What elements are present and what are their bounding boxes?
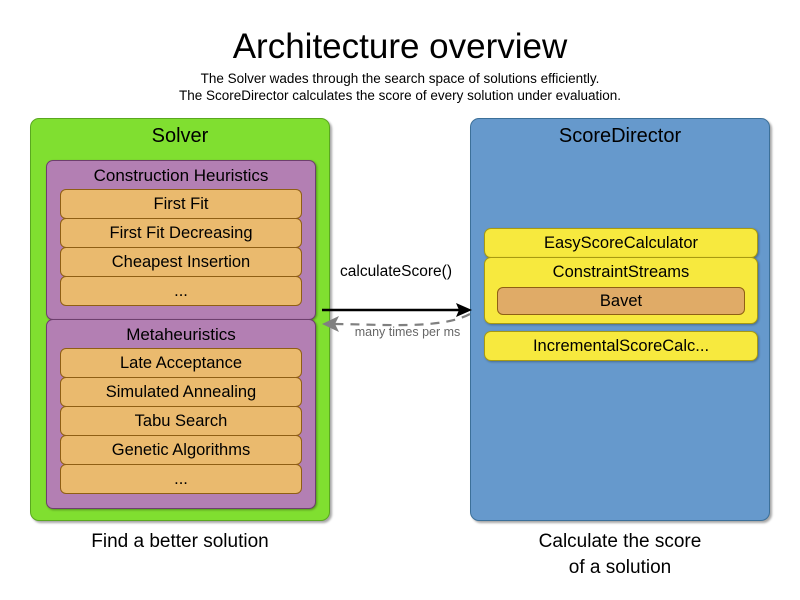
subtitle-line-2: The ScoreDirector calculates the score o… bbox=[179, 88, 621, 103]
subtitle-line-1: The Solver wades through the search spac… bbox=[200, 71, 600, 86]
box-easy-score-calculator[interactable]: EasyScoreCalculator bbox=[484, 228, 758, 258]
solver-panel-title: Solver bbox=[151, 125, 209, 147]
box-label: EasyScoreCalculator bbox=[543, 234, 699, 252]
list-item[interactable]: ... bbox=[60, 276, 302, 306]
box-label: ConstraintStreams bbox=[552, 263, 690, 281]
list-item[interactable]: Tabu Search bbox=[60, 406, 302, 436]
list-item[interactable]: Simulated Annealing bbox=[60, 377, 302, 407]
arrow-label-calculate-score: calculateScore() bbox=[340, 263, 452, 280]
construction-heuristics-row-list: First Fit First Fit Decreasing Cheapest … bbox=[60, 189, 302, 306]
forward-arrow-icon bbox=[322, 303, 472, 317]
list-item[interactable]: Late Acceptance bbox=[60, 348, 302, 378]
box-incremental-score-calculator[interactable]: IncrementalScoreCalc... bbox=[484, 331, 758, 361]
metaheuristics-row-list: Late Acceptance Simulated Annealing Tabu… bbox=[60, 348, 302, 494]
box-bavet[interactable]: Bavet bbox=[497, 287, 745, 315]
group-construction-heuristics: Construction Heuristics First Fit First … bbox=[46, 160, 316, 320]
list-item[interactable]: Cheapest Insertion bbox=[60, 247, 302, 277]
box-constraint-streams[interactable]: ConstraintStreams Bavet bbox=[484, 257, 758, 324]
caption-scoredirector-line-2: of a solution bbox=[568, 557, 672, 578]
backward-arrow-icon bbox=[322, 313, 471, 332]
group-title-construction-heuristics: Construction Heuristics bbox=[93, 166, 269, 185]
list-item[interactable]: First Fit bbox=[60, 189, 302, 219]
box-label: IncrementalScoreCalc... bbox=[532, 337, 710, 355]
header: Architecture overview The Solver wades t… bbox=[0, 0, 800, 104]
group-metaheuristics: Metaheuristics Late Acceptance Simulated… bbox=[46, 319, 316, 509]
list-item[interactable]: ... bbox=[60, 464, 302, 494]
solver-panel: Solver Construction Heuristics First Fit… bbox=[30, 118, 330, 521]
group-title-metaheuristics: Metaheuristics bbox=[126, 325, 236, 344]
list-item[interactable]: First Fit Decreasing bbox=[60, 218, 302, 248]
caption-scoredirector: Calculate the score of a solution bbox=[470, 529, 770, 581]
arrow-svg bbox=[322, 303, 472, 332]
caption-scoredirector-line-1: Calculate the score bbox=[538, 531, 702, 552]
arrow-group: calculateScore() many times per ms bbox=[320, 262, 485, 352]
scoredirector-panel: ScoreDirector EasyScoreCalculator Constr… bbox=[470, 118, 770, 521]
page-title: Architecture overview bbox=[232, 27, 568, 66]
caption-solver: Find a better solution bbox=[91, 531, 269, 552]
scoredirector-panel-title: ScoreDirector bbox=[558, 125, 682, 147]
list-item[interactable]: Genetic Algorithms bbox=[60, 435, 302, 465]
arrow-label-many-times-per-ms: many times per ms bbox=[354, 325, 461, 339]
